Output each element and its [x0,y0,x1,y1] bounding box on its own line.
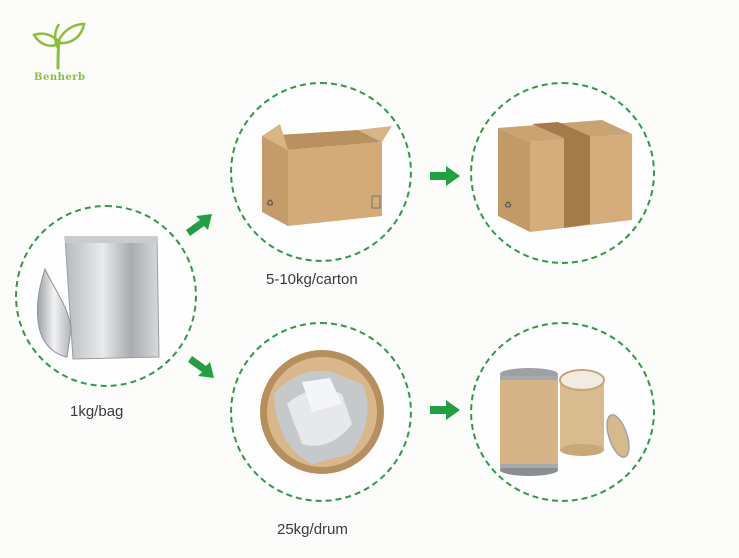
drum-caption: 25kg/drum [277,521,348,538]
arrow-right-bottom-icon [430,400,460,420]
carton-circle: ♻ [230,82,412,262]
arrow-right-top-icon [430,166,460,186]
fiber-drums-icon [500,368,630,476]
arrow-down-right-icon [188,356,214,378]
arrow-up-right-icon [186,214,212,236]
fiber-drums-circle [470,322,655,502]
svg-text:♻: ♻ [266,198,274,208]
bag-caption: 1kg/bag [70,403,124,420]
brand-name: Benherb [34,72,86,83]
sealed-carton-circle: ♻ [470,82,655,264]
carton-caption: 5-10kg/carton [266,271,358,288]
foil-pouch-icon [36,236,160,360]
brand-logo: Benherb [28,18,88,88]
sealed-carton-icon: ♻ [498,120,632,232]
svg-text:♻: ♻ [504,200,512,210]
open-carton-icon: ♻ [262,124,392,226]
drum-with-foil-bags-icon [260,350,384,474]
leaf-sprout-logo-icon [32,22,86,70]
bag-circle [15,205,197,387]
drum-circle [230,322,412,502]
